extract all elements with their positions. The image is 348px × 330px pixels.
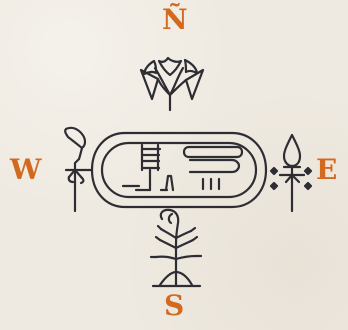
papyrus-icon (151, 210, 201, 286)
sedge-icon (65, 128, 92, 211)
flame-icon (271, 135, 311, 211)
lotus-icon (141, 58, 203, 110)
cartouche-icon (92, 133, 266, 207)
